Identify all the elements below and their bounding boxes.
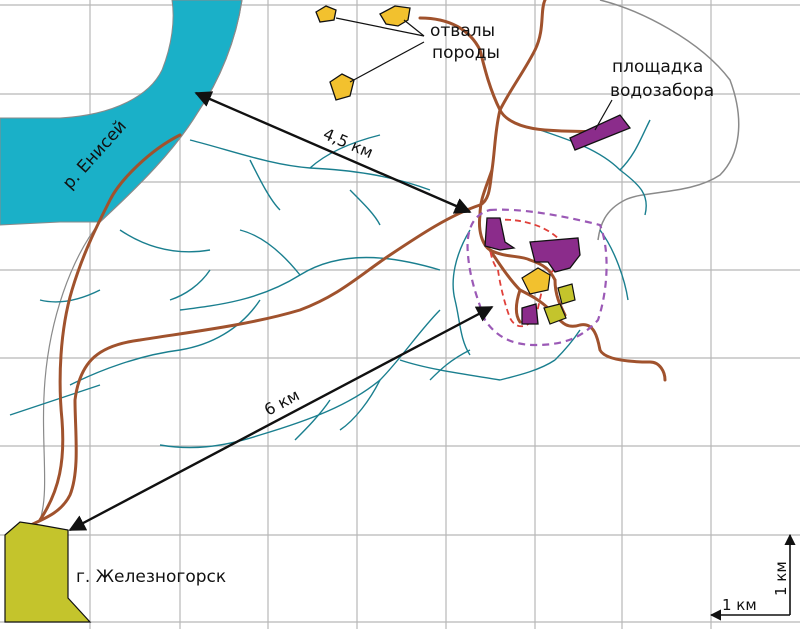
scale-bar	[709, 533, 796, 621]
site-block-1	[557, 283, 576, 305]
site-block-2	[543, 303, 567, 325]
facility-main	[529, 237, 581, 273]
facilities	[484, 114, 632, 325]
dump-1	[315, 5, 337, 23]
water-intake-label-line2: водозабора	[610, 81, 714, 101]
facility-water-intake	[569, 114, 632, 151]
distance-arrow-river	[194, 91, 472, 214]
site-yellow-blocks	[521, 267, 576, 325]
site-dump	[521, 267, 551, 295]
water-intake-leader	[594, 99, 613, 131]
dump-2	[379, 5, 411, 27]
distance-arrow-city	[68, 305, 494, 532]
dump-leaders	[335, 17, 425, 83]
scale-label-horizontal: 1 км	[722, 596, 757, 614]
scale-label-vertical: 1 км	[772, 561, 790, 596]
grey-road	[597, 0, 740, 241]
water-intake-label-line1: площадка	[612, 57, 703, 77]
facility-north	[484, 217, 516, 251]
distance-label-river: 4,5 км	[320, 124, 376, 162]
outer-boundary	[466, 208, 608, 347]
yenisei-river	[0, 0, 243, 226]
facility-south	[521, 303, 539, 325]
dumps-label-line1: отвалы	[430, 21, 495, 41]
dump-3	[329, 73, 355, 101]
distance-label-city: 6 км	[261, 385, 303, 419]
city-area	[4, 521, 92, 623]
dumps-label-line2: породы	[432, 43, 500, 63]
city-label: г. Железногорск	[76, 567, 226, 587]
rock-dumps	[315, 5, 411, 101]
